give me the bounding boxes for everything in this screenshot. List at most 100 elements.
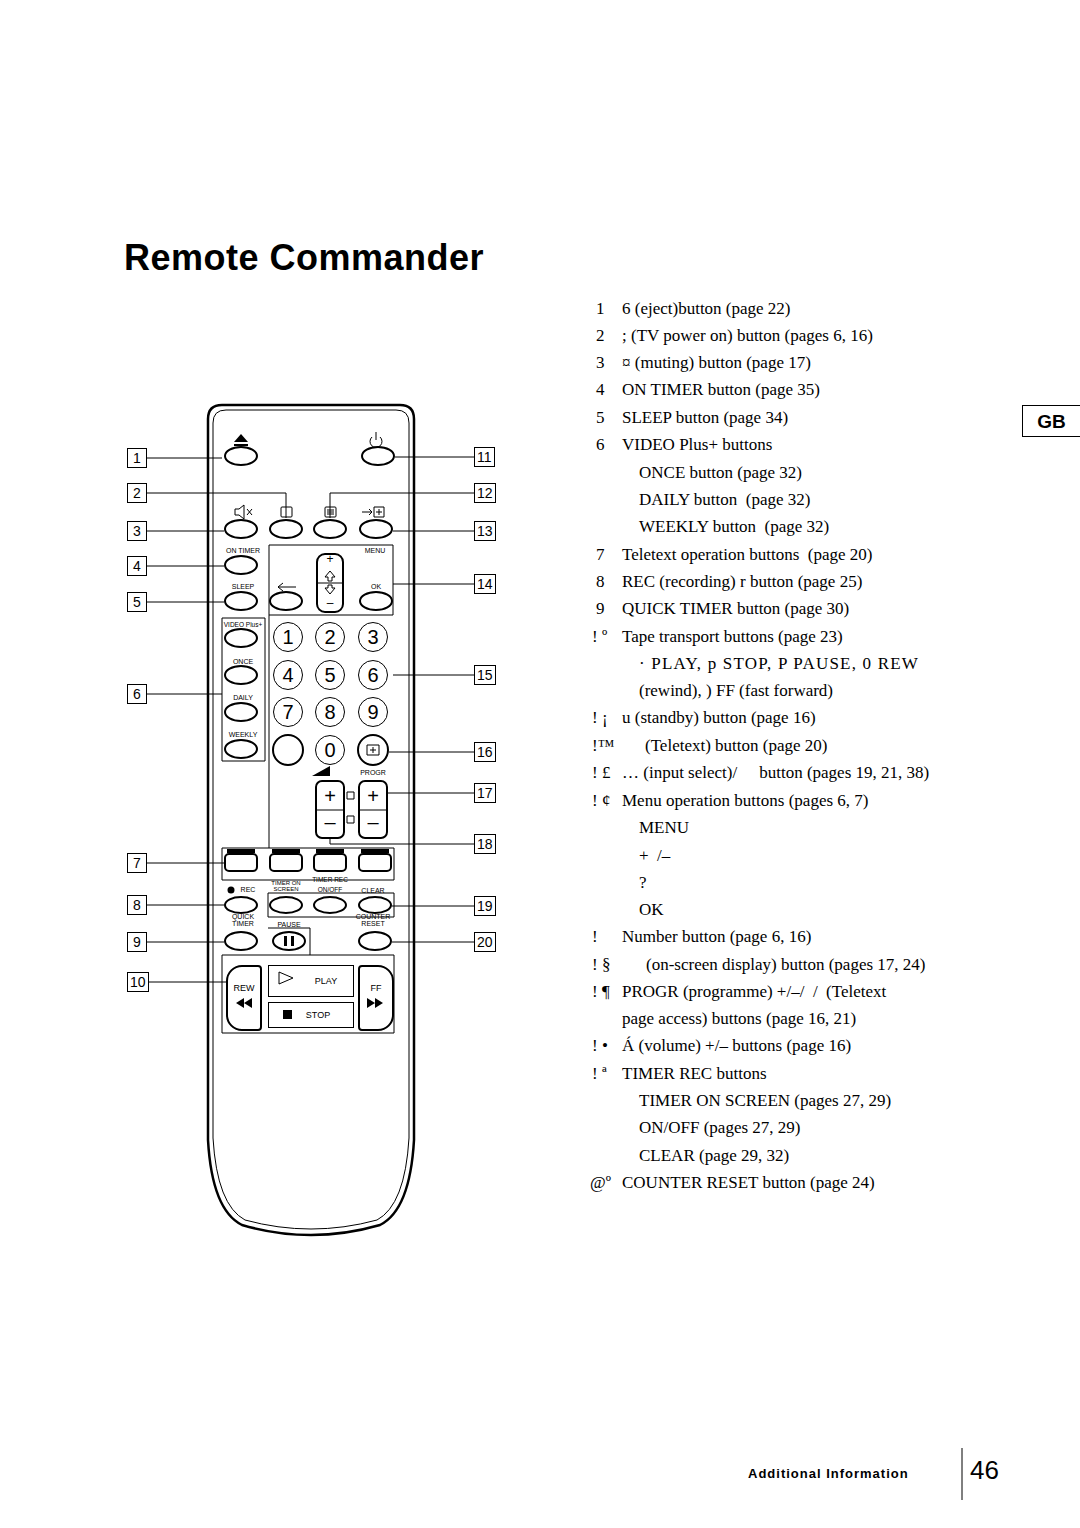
legend-text: TIMER ON SCREEN (pages 27, 29) [639, 1092, 891, 1109]
legend-text: + /– [639, 847, 670, 864]
button-label: FF [371, 984, 382, 993]
button-label: 2 [133, 486, 141, 500]
button-label: 7 [133, 856, 141, 870]
callout-number: 11 [474, 447, 495, 467]
legend-text: ? [639, 874, 647, 891]
legend-text: ON/OFF (pages 27, 29) [639, 1119, 801, 1136]
transport-button: REW [226, 965, 262, 1031]
legend-text: page access) buttons (page 16, 21) [622, 1010, 856, 1027]
callout-number: 19 [474, 896, 496, 916]
callout-number: 10 [127, 972, 149, 992]
button-label: – [367, 812, 378, 832]
leader-lines [147, 457, 962, 1500]
button-label: QUICK TIMER [226, 913, 260, 927]
callout-number: 17 [474, 783, 496, 803]
legend-text: (Teletext) button (page 20) [645, 737, 827, 754]
button-label: 4 [133, 559, 141, 573]
callout-number: 8 [127, 895, 147, 915]
legend-text: ! º [592, 628, 607, 645]
callout-number: 13 [474, 521, 496, 541]
button-label: 3 [367, 627, 378, 647]
button-label: 19 [477, 899, 493, 913]
button-label: TIMER REC [312, 877, 348, 884]
button-label: 0 [324, 740, 335, 760]
legend-text: Á (volume) +/– buttons (page 16) [622, 1037, 851, 1054]
button-label: ONCE [233, 658, 253, 665]
number-button: 4 [273, 660, 303, 690]
number-button: 6 [358, 660, 388, 690]
button-label: 20 [477, 935, 493, 949]
legend-text: QUICK TIMER button (page 30) [622, 600, 849, 617]
legend-text: (on-screen display) button (pages 17, 24… [646, 956, 925, 973]
button-label: WEEKLY [229, 731, 258, 738]
transport-button: PLAY [268, 965, 354, 997]
button-label: 13 [477, 524, 493, 538]
legend-text: 5 [596, 409, 605, 426]
legend-text: REC (recording) r button (page 25) [622, 573, 862, 590]
button-label: + [367, 786, 379, 806]
transport-button: FF [358, 965, 394, 1031]
language-tab: GB [1022, 405, 1080, 437]
button-label: 2 [324, 627, 335, 647]
legend-text: · PLAY, p STOP, P PAUSE, 0 REW [639, 655, 919, 672]
button-label: 14 [477, 577, 493, 591]
button-label: 11 [477, 450, 492, 464]
button-label: 8 [133, 898, 141, 912]
legend-text: button (pages 19, 21, 38) [759, 764, 929, 781]
legend-text: MENU [639, 819, 689, 836]
button-label: 12 [477, 486, 493, 500]
number-button: 3 [358, 622, 388, 652]
legend-text: OK [639, 901, 664, 918]
number-button: 1 [273, 622, 303, 652]
button-label: 1 [282, 627, 293, 647]
number-button: 8 [315, 697, 345, 727]
legend-text: TIMER REC buttons [622, 1065, 767, 1082]
legend-text: Teletext operation buttons (page 20) [622, 546, 872, 563]
button-label: GB [1037, 412, 1066, 431]
legend-text: WEEKLY button (page 32) [639, 518, 829, 535]
callout-number: 18 [474, 834, 496, 854]
legend-text: !™ [592, 737, 614, 754]
legend-text: ! ¢ [592, 792, 610, 809]
callout-number: 1 [127, 448, 147, 468]
button-label: DAILY [233, 694, 253, 701]
transport-button: STOP [268, 1002, 354, 1028]
legend-text: VIDEO Plus+ buttons [622, 436, 772, 453]
button-label: VIDEO Plus+ [224, 622, 262, 629]
callout-number: 5 [127, 592, 147, 612]
legend-text: 7 [596, 546, 605, 563]
button-label: 4 [282, 665, 293, 685]
button-label: 8 [324, 702, 335, 722]
button-label: 16 [477, 745, 493, 759]
button-label: 3 [133, 524, 141, 538]
legend-text: PROGR (programme) +/–/ / (Teletext [622, 983, 886, 1000]
legend-text: 9 [596, 600, 605, 617]
button-label: SLEEP [232, 583, 255, 590]
button-label: 9 [367, 702, 378, 722]
button-label: 15 [477, 668, 493, 682]
button-label: STOP [306, 1011, 330, 1020]
legend-text: SLEEP button (page 34) [622, 409, 788, 426]
number-button: 2 [315, 622, 345, 652]
page-title: Remote Commander [124, 240, 484, 276]
button-label: REW [234, 984, 255, 993]
button-label: 17 [477, 786, 493, 800]
page-number: 46 [970, 1457, 999, 1483]
callout-number: 15 [474, 665, 496, 685]
legend-text: (rewind), ) FF (fast forward) [639, 682, 833, 699]
button-label: ON/OFF [318, 887, 343, 894]
legend-text: 6 [596, 436, 605, 453]
legend-text: ! £ [592, 764, 610, 781]
legend-text: ! ª [592, 1065, 607, 1082]
callout-number: 6 [127, 684, 147, 704]
button-label: 5 [133, 595, 141, 609]
button-label: MENU [365, 547, 386, 554]
footer-text: Additional Information [748, 1467, 909, 1480]
button-label: – [324, 812, 335, 832]
button-label: PLAY [315, 977, 337, 986]
callout-number: 14 [474, 574, 496, 594]
callout-number: 16 [474, 742, 496, 762]
legend-text: Number button (page 6, 16) [622, 928, 811, 945]
legend-text: DAILY button (page 32) [639, 491, 810, 508]
legend-text: … (input select)/ [622, 764, 737, 781]
